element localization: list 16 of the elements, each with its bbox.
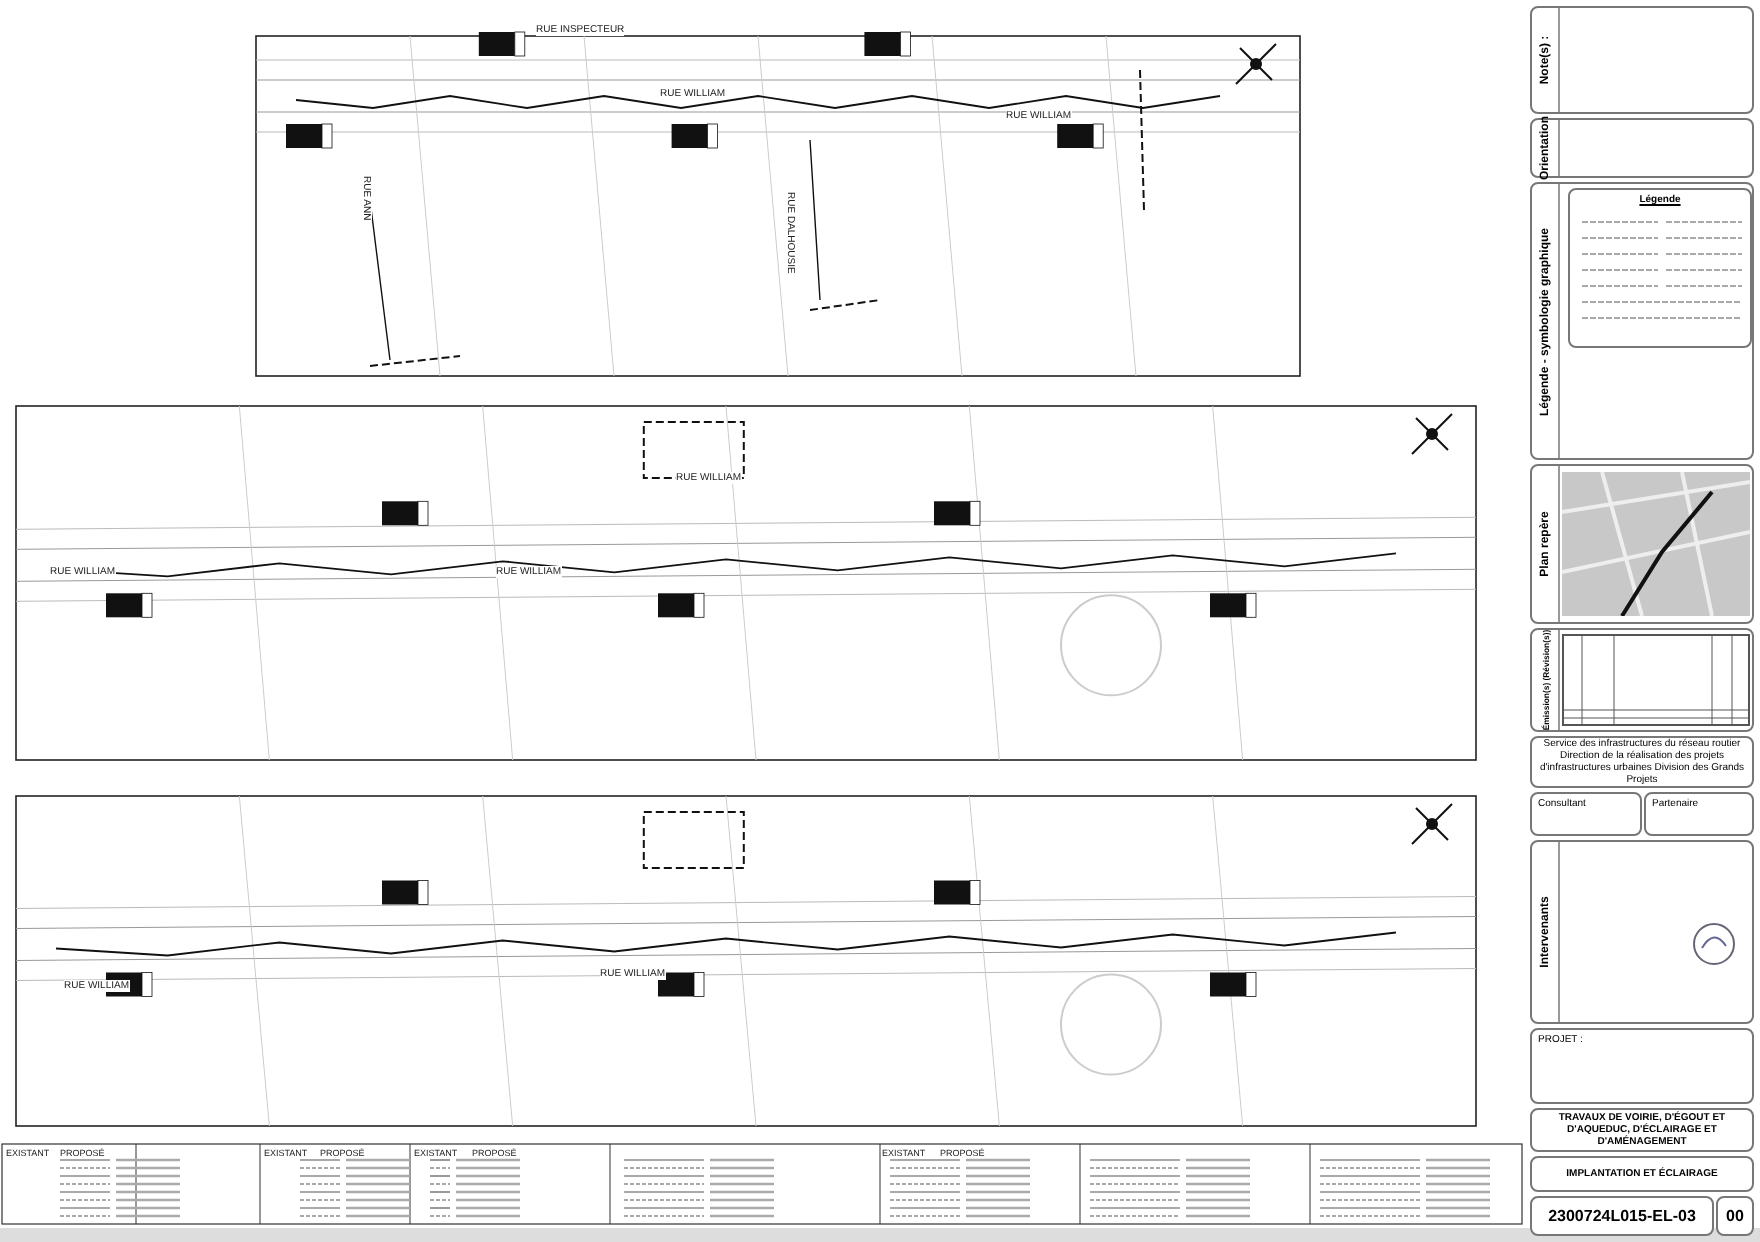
title-block-panel	[1716, 1196, 1754, 1236]
title-block-panel	[1644, 792, 1754, 836]
title-block-panel	[1530, 182, 1754, 460]
title-block-panel	[1530, 464, 1754, 624]
title-block-panel	[1530, 1108, 1754, 1152]
title-block-panel	[1530, 6, 1754, 114]
title-block-panel	[1530, 628, 1754, 732]
drawing-number: 00	[1724, 1207, 1746, 1225]
title-block-panel	[1530, 840, 1754, 1024]
title-block-panel	[1568, 188, 1752, 348]
title-block-panel	[1530, 1028, 1754, 1104]
title-block-panel	[1530, 118, 1754, 178]
title-block-panel	[1530, 1196, 1714, 1236]
title-block-panel	[1530, 792, 1642, 836]
title-block-panel	[1530, 1156, 1754, 1192]
drawing-number: 2300724L015-EL-03	[1546, 1207, 1698, 1225]
